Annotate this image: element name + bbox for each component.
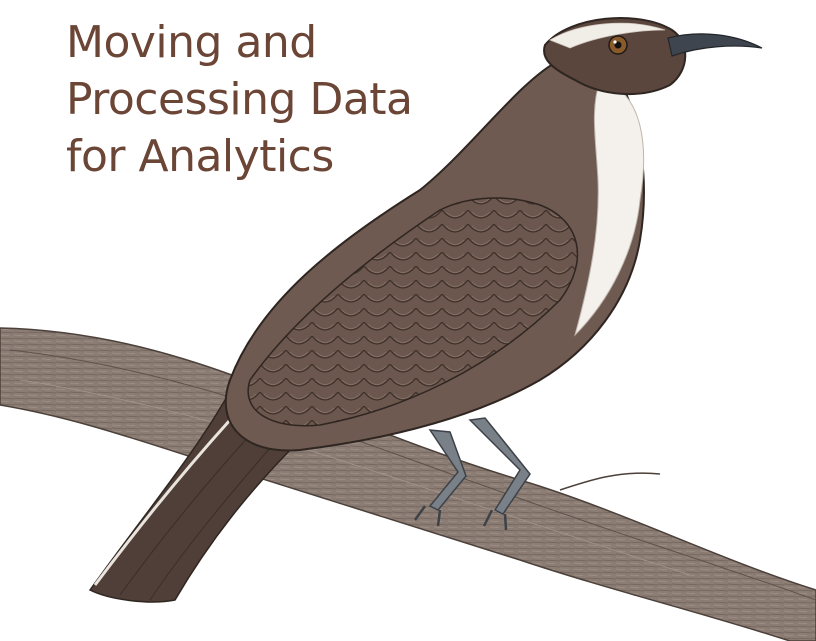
bird-body	[224, 58, 645, 452]
title-line-2: Processing Data	[66, 74, 413, 125]
beak-shape	[667, 33, 763, 57]
bird-legs	[413, 417, 531, 531]
bird-tail	[88, 398, 302, 603]
cover-title: Moving and Processing Data for Analytics	[66, 14, 413, 185]
bird-head	[543, 17, 763, 95]
title-line-1: Moving and	[66, 17, 317, 68]
title-line-3: for Analytics	[66, 131, 334, 182]
